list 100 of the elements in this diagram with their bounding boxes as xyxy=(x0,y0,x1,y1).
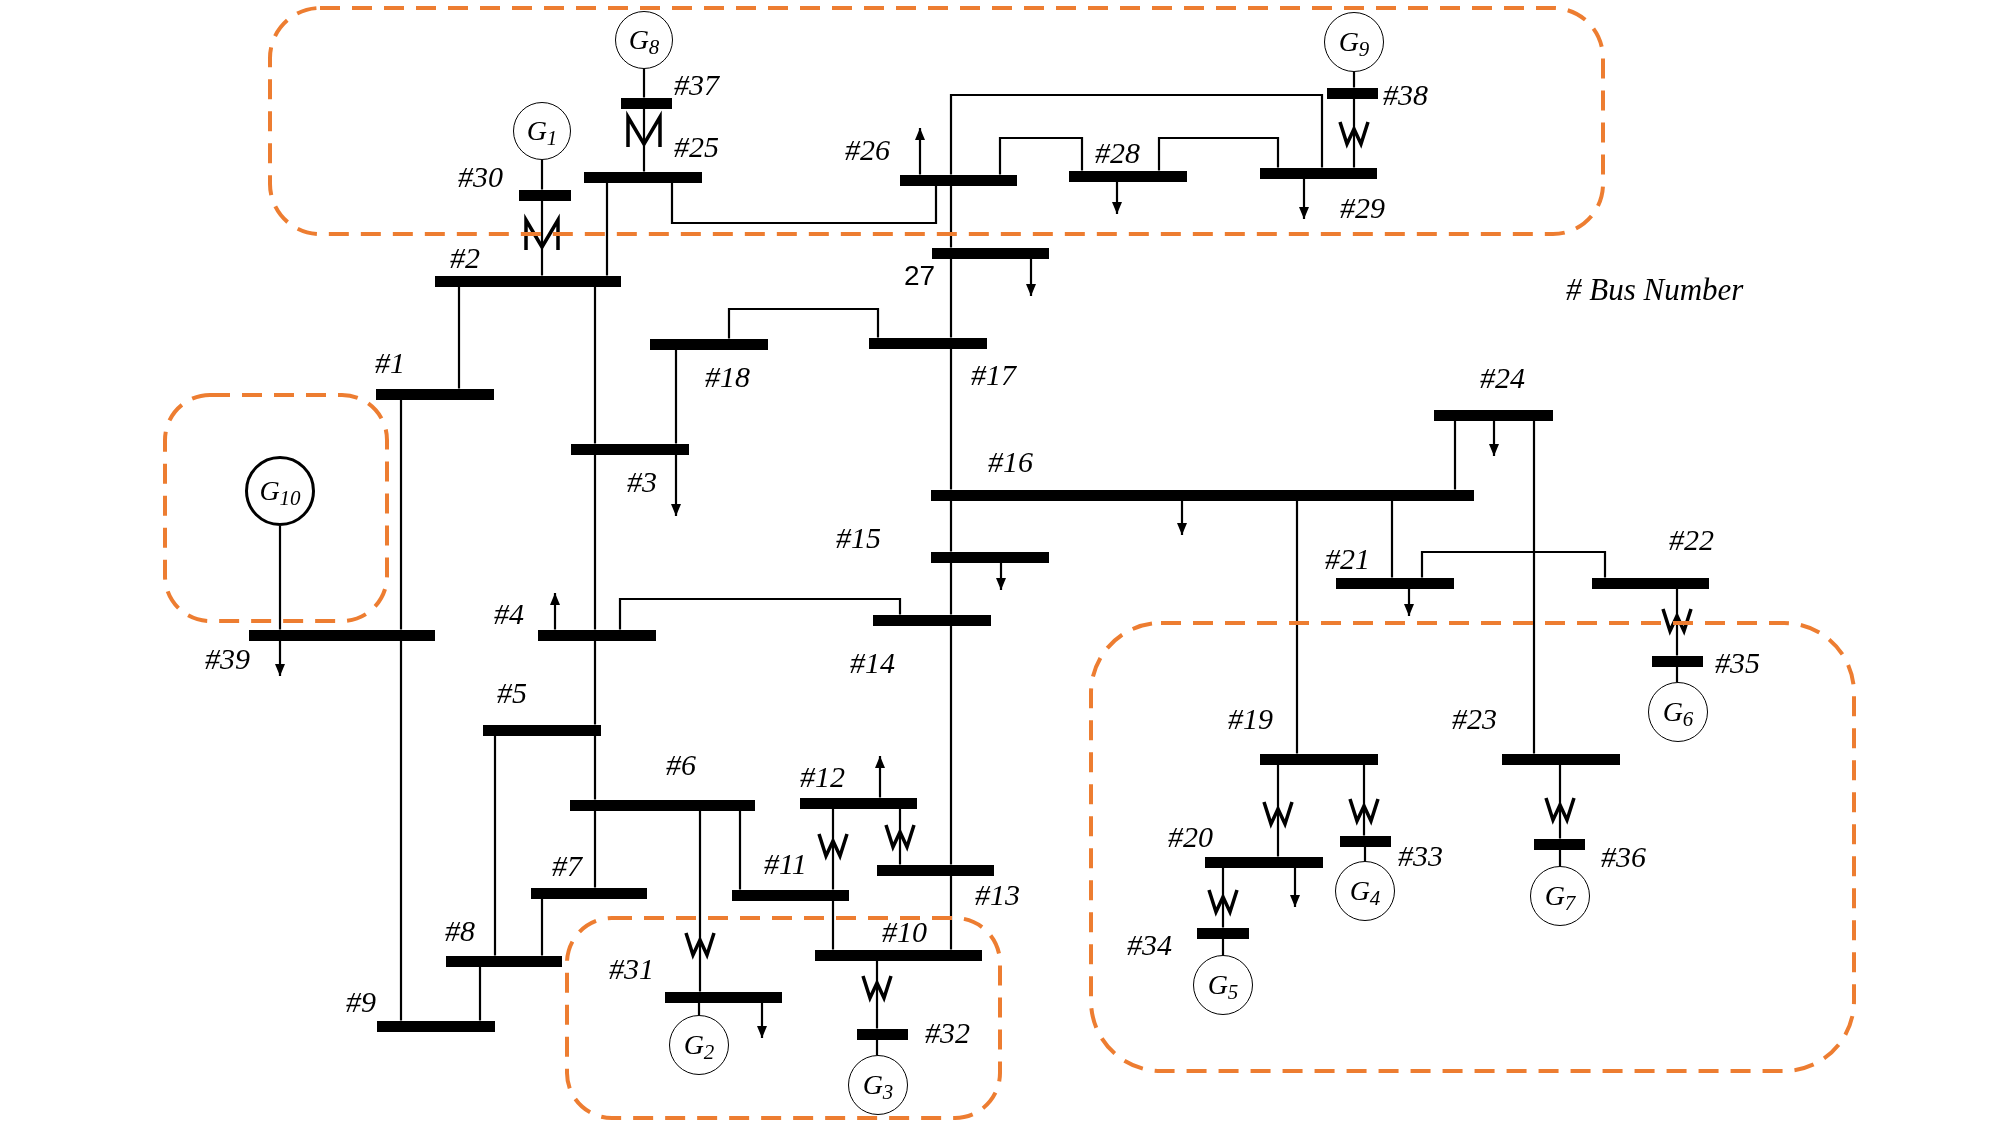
bus-label: #34 xyxy=(1127,929,1172,961)
transmission-line xyxy=(1532,420,1536,754)
bus-label: #2 xyxy=(450,242,480,274)
transmission-line xyxy=(831,808,835,890)
transmission-line xyxy=(949,348,953,490)
transmission-line xyxy=(949,93,1324,175)
generator-label: G$_{3}$ xyxy=(862,1071,894,1099)
bus-label: #24 xyxy=(1480,362,1525,394)
transmission-line xyxy=(949,500,953,552)
bus-label: #30 xyxy=(458,161,503,193)
transmission-line xyxy=(949,562,953,615)
transmission-line xyxy=(998,136,1084,175)
transmission-line xyxy=(399,399,403,630)
generator-label: G$_{7}$ xyxy=(1544,882,1576,910)
bus-label: #35 xyxy=(1715,647,1760,679)
transmission-line xyxy=(670,182,938,225)
transmission-line xyxy=(399,640,403,1021)
bus-label: #7 xyxy=(552,850,582,882)
dashed-area-boundary xyxy=(565,916,1002,1120)
transmission-line xyxy=(278,526,282,630)
transmission-line xyxy=(478,966,482,1021)
transmission-line xyxy=(1221,867,1225,928)
generator-label: G$_{1}$ xyxy=(526,117,558,145)
transmission-line xyxy=(540,160,544,190)
bus-label: #32 xyxy=(925,1017,970,1049)
bus-number-note: # Bus Number xyxy=(1566,273,1744,307)
bus-label: #4 xyxy=(494,598,524,630)
transmission-line xyxy=(949,875,953,950)
bus-label: #11 xyxy=(764,848,807,880)
transmission-line xyxy=(949,258,953,338)
transmission-line xyxy=(1352,72,1356,88)
transmission-line xyxy=(593,286,597,444)
load-arrow xyxy=(671,454,681,516)
transmission-line xyxy=(593,810,597,888)
transmission-line xyxy=(642,69,646,98)
generator-label: G$_{2}$ xyxy=(683,1031,715,1059)
bus-label: #26 xyxy=(845,134,890,166)
bus-label: #6 xyxy=(666,749,696,781)
transmission-line xyxy=(593,640,597,725)
bus-label: #13 xyxy=(975,879,1020,911)
load-arrow xyxy=(757,1002,767,1038)
bus-label: #3 xyxy=(627,466,657,498)
bus-label: #17 xyxy=(971,359,1016,391)
bus-label: #14 xyxy=(850,647,895,679)
transmission-line xyxy=(1390,500,1394,578)
transmission-line xyxy=(457,286,461,389)
bus-label: #33 xyxy=(1398,840,1443,872)
transmission-line xyxy=(1420,550,1607,578)
transmission-line xyxy=(727,307,880,339)
dashed-area-boundary xyxy=(163,393,389,623)
transmission-line xyxy=(593,735,597,800)
transmission-line xyxy=(674,349,678,444)
dashed-area-boundary xyxy=(268,6,1605,236)
transmission-line xyxy=(875,960,879,1029)
load-arrow xyxy=(1177,500,1187,535)
load-arrow xyxy=(275,640,285,676)
bus-label: #15 xyxy=(836,522,881,554)
dashed-area-boundary xyxy=(1089,621,1856,1073)
bus-label: #10 xyxy=(882,916,927,948)
load-arrow xyxy=(1290,867,1300,907)
transmission-line xyxy=(593,454,597,630)
transmission-line xyxy=(698,810,702,992)
bus-label: #38 xyxy=(1383,79,1428,111)
transmission-line xyxy=(738,810,742,890)
bus-label: #37 xyxy=(674,69,719,101)
transmission-line xyxy=(1453,420,1457,490)
bus-label: #20 xyxy=(1168,821,1213,853)
bus-label: #1 xyxy=(375,347,405,379)
bus-label: #8 xyxy=(445,915,475,947)
transmission-line xyxy=(949,185,953,248)
transmission-line xyxy=(1558,764,1562,839)
bus-label: #28 xyxy=(1095,137,1140,169)
bus-label: #25 xyxy=(674,131,719,163)
bus-label: #39 xyxy=(205,643,250,675)
bus-label: #9 xyxy=(346,986,376,1018)
transmission-line xyxy=(540,200,544,276)
load-arrow xyxy=(915,128,925,175)
transmission-line xyxy=(1295,500,1299,754)
bus-label: #16 xyxy=(988,446,1033,478)
load-arrow xyxy=(1112,181,1122,214)
transmission-line xyxy=(1352,98,1356,168)
transmission-line xyxy=(540,898,544,956)
generator-label: G$_{10}$ xyxy=(259,477,301,505)
load-arrow xyxy=(875,756,885,798)
load-arrow xyxy=(1489,420,1499,456)
generator-label: G$_{8}$ xyxy=(628,26,660,54)
transmission-line xyxy=(1276,764,1280,857)
bus-label: 27 xyxy=(904,260,936,292)
transmission-line xyxy=(618,597,902,630)
bus-label: #31 xyxy=(609,953,654,985)
generator-label: G$_{9}$ xyxy=(1338,28,1370,56)
transmission-line xyxy=(949,625,953,865)
load-arrow xyxy=(1404,588,1414,616)
bus-label: #22 xyxy=(1669,524,1714,556)
load-arrow xyxy=(1299,178,1309,219)
transmission-line xyxy=(493,735,497,956)
load-arrow xyxy=(550,593,560,630)
bus-label: #21 xyxy=(1325,543,1370,575)
generator-label: G$_{4}$ xyxy=(1349,877,1381,905)
transmission-line xyxy=(605,182,609,276)
